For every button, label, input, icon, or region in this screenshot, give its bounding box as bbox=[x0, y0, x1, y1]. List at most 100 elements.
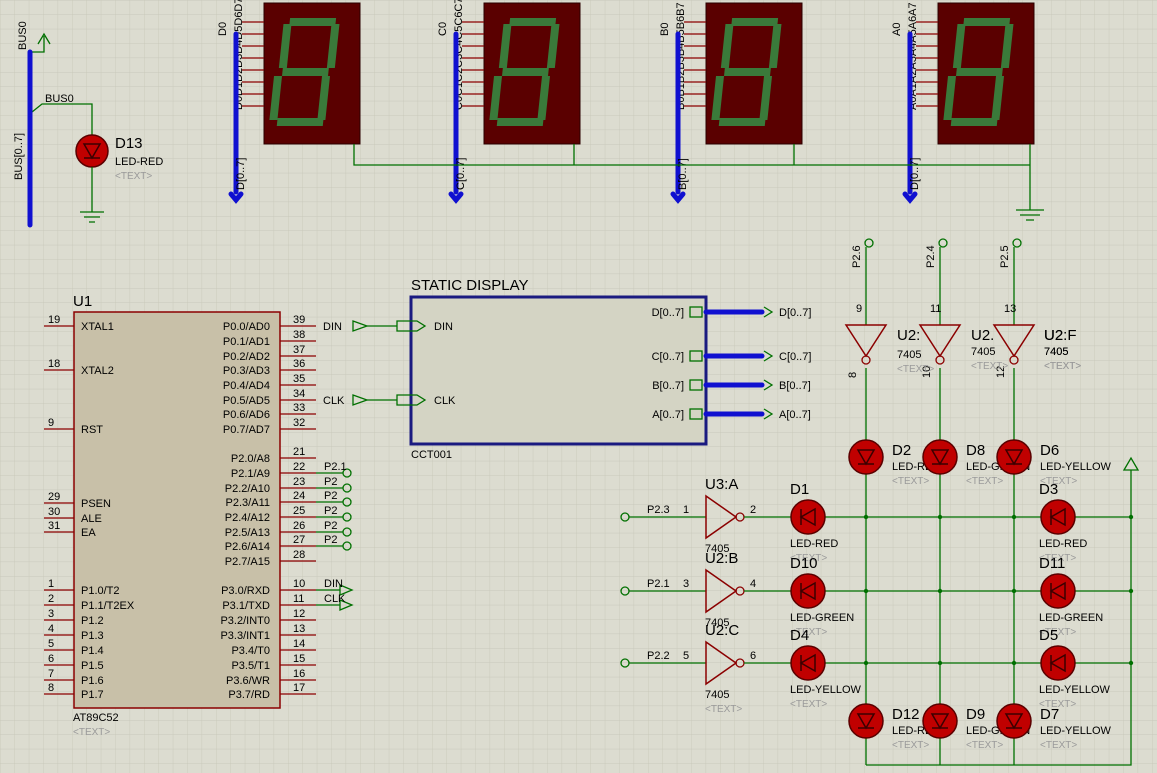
u1-pin-number: 30 bbox=[48, 506, 60, 518]
u1-pin-name: P2.6/A14 bbox=[225, 541, 270, 553]
static-display-block[interactable]: STATIC DISPLAY CCT001 bbox=[409, 277, 708, 461]
left-inverter-part: 7405 bbox=[705, 543, 729, 555]
u1-pin-name: P2.0/A8 bbox=[231, 453, 270, 465]
u1-pin-name: P2.7/A15 bbox=[225, 556, 270, 568]
u1-pin-name: P2.1/A9 bbox=[231, 468, 270, 480]
u1-pin-name: P0.2/AD2 bbox=[223, 351, 270, 363]
segment bbox=[276, 118, 324, 126]
led-d6-value: LED-YELLOW bbox=[1040, 461, 1112, 473]
sd-output-name: B[0..7] bbox=[652, 380, 684, 392]
u1-pin-1: 1P1.0/T2 bbox=[44, 578, 120, 597]
u1-pin-name: EA bbox=[81, 527, 96, 539]
u1-pin-number: 26 bbox=[293, 520, 305, 532]
top-inverter-pin-in: 11 bbox=[930, 303, 941, 315]
u1-pin-number: 14 bbox=[293, 638, 305, 650]
u1-pin-number: 6 bbox=[48, 653, 54, 665]
u1-pin-number: 12 bbox=[293, 608, 305, 620]
sd-output-1: D[0..7]D[0..7] bbox=[652, 306, 811, 319]
u1-text: <TEXT> bbox=[73, 727, 110, 738]
u1-pin-number: 35 bbox=[293, 373, 305, 385]
display-bus-label: B[0..7] bbox=[677, 158, 689, 190]
top-inverter-f-text: <TEXT> bbox=[1044, 361, 1081, 372]
led-d1-value: LED-RED bbox=[790, 538, 838, 550]
sd-input-name: DIN bbox=[434, 321, 453, 333]
p3-terminal-label: CLK bbox=[324, 593, 346, 605]
ic-u1[interactable]: U1 AT89C52 <TEXT> bbox=[73, 293, 281, 738]
u1-pin-name: P1.7 bbox=[81, 689, 104, 701]
top-inverter-labels-2: U2.7405<TEXT> bbox=[971, 327, 1008, 372]
u1-pin-number: 7 bbox=[48, 668, 54, 680]
u1-pin-number: 2 bbox=[48, 593, 54, 605]
u1-pin-number: 5 bbox=[48, 638, 54, 650]
top-inverter-1-text: <TEXT> bbox=[897, 364, 934, 375]
bus-terminal-arrow-icon bbox=[37, 32, 51, 45]
left-inverter-terminal: P2.3 bbox=[647, 504, 670, 516]
u1-part: AT89C52 bbox=[73, 712, 119, 724]
segment bbox=[546, 24, 560, 68]
u1-pin-2: 2P1.1/T2EX bbox=[44, 593, 135, 612]
u1-pin-number: 22 bbox=[293, 461, 305, 473]
segment bbox=[952, 24, 966, 68]
top-inverter-pin-out: 8 bbox=[847, 372, 859, 378]
p2-terminal-label: P2 bbox=[324, 490, 337, 502]
led-d5-ref: D5 bbox=[1039, 627, 1058, 644]
segment bbox=[502, 68, 549, 76]
segment bbox=[498, 24, 512, 68]
u1-ref: U1 bbox=[73, 293, 92, 310]
left-inverter-ref: U2:C bbox=[705, 622, 739, 639]
led-d7-text: <TEXT> bbox=[1040, 740, 1077, 751]
u1-pin-number: 23 bbox=[293, 476, 305, 488]
display-bus-label: D[0..7] bbox=[235, 158, 247, 190]
u1-pin-8: 8P1.7 bbox=[44, 682, 104, 701]
sd-output-terminal-label: B[0..7] bbox=[779, 380, 811, 392]
u1-pin-5: 5P1.4 bbox=[44, 638, 104, 657]
p2-terminal-label: P2 bbox=[324, 476, 337, 488]
sd-output-3: B[0..7] B[0..7] bbox=[652, 379, 811, 392]
left-inverter-text: <TEXT> bbox=[705, 704, 742, 715]
display-bus-label: D[0..7] bbox=[909, 158, 921, 190]
led-d4-value: LED-YELLOW bbox=[790, 684, 862, 696]
segment bbox=[537, 76, 551, 120]
u1-pin-number: 33 bbox=[293, 402, 305, 414]
led-d13[interactable]: D13 LED-RED <TEXT> bbox=[75, 134, 163, 223]
u1-pin-name: PSEN bbox=[81, 498, 111, 510]
u1-pin-name: P1.2 bbox=[81, 615, 104, 627]
top-inverter-value: 7405 bbox=[1044, 346, 1068, 358]
u1-pin-number: 9 bbox=[48, 417, 54, 429]
u1-pin-number: 17 bbox=[293, 682, 305, 694]
matrix-return-wire bbox=[866, 470, 1132, 766]
top-inverter-labels-3: U2.7405<TEXT> bbox=[1044, 327, 1081, 372]
top-inverter-text: <TEXT> bbox=[971, 361, 1008, 372]
sd-input-terminal-label: DIN bbox=[323, 321, 342, 333]
u1-pin-number: 8 bbox=[48, 682, 54, 694]
u1-pin-number: 39 bbox=[293, 314, 305, 326]
led-d11-text: <TEXT> bbox=[1039, 627, 1076, 638]
p3-terminal-label: DIN bbox=[324, 578, 343, 590]
bus-terminal-label: BUS0 bbox=[17, 21, 29, 50]
u1-pin-number: 31 bbox=[48, 520, 60, 532]
u1-pins: 19XTAL118XTAL29RST29PSEN30ALE31EA1P1.0/T… bbox=[44, 314, 354, 701]
segment bbox=[317, 76, 331, 120]
segment bbox=[282, 68, 329, 76]
left-inverter-terminal: P2.2 bbox=[647, 650, 670, 662]
